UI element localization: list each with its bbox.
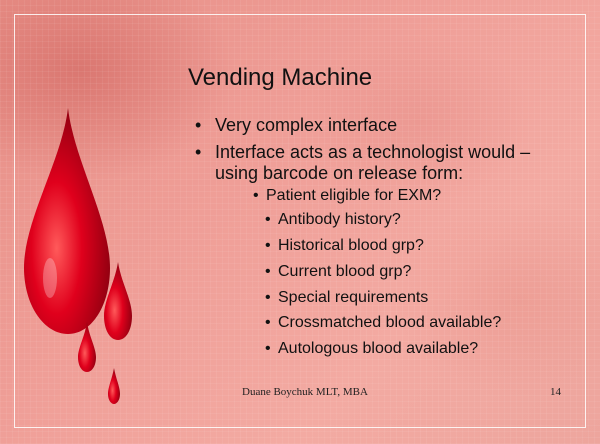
slide-page-number: 14 [550, 386, 561, 398]
bullet-dot: • [265, 237, 271, 254]
bullet-complex-interface: • Very complex interface [195, 115, 398, 135]
bullet-technologist: • Interface acts as a technologist would… [195, 142, 531, 162]
large-blood-drop-icon [24, 108, 110, 334]
bullet-dot: • [265, 211, 271, 228]
tiny-blood-drop-icon [108, 368, 120, 404]
bullet-dot: • [195, 115, 202, 135]
small-blood-drop-icon [78, 322, 96, 372]
subbullet-autologous-blood: • Autologous blood available? [265, 340, 479, 357]
medium-blood-drop-icon [104, 262, 132, 340]
bullet-technologist-continuation: using barcode on release form: [215, 163, 464, 183]
subbullet-antibody-history: • Antibody history? [265, 211, 401, 228]
slide-title: Vending Machine [188, 64, 373, 91]
subbullet-current-blood-grp: • Current blood grp? [265, 263, 412, 280]
bullet-dot: • [195, 142, 202, 162]
slide-footer: Duane Boychuk MLT, MBA [242, 386, 368, 398]
bullet-dot: • [265, 340, 271, 357]
bullet-dot: • [265, 314, 271, 331]
bullet-dot: • [265, 263, 271, 280]
bullet-dot: • [253, 187, 259, 204]
bullet-dot: • [265, 289, 271, 306]
subbullet-crossmatched-blood: • Crossmatched blood available? [265, 314, 502, 331]
subbullet-historical-blood-grp: • Historical blood grp? [265, 237, 424, 254]
slide-border [14, 14, 586, 428]
bullet-patient-eligible: • Patient eligible for EXM? [253, 187, 442, 204]
subbullet-special-requirements: • Special requirements [265, 289, 429, 306]
